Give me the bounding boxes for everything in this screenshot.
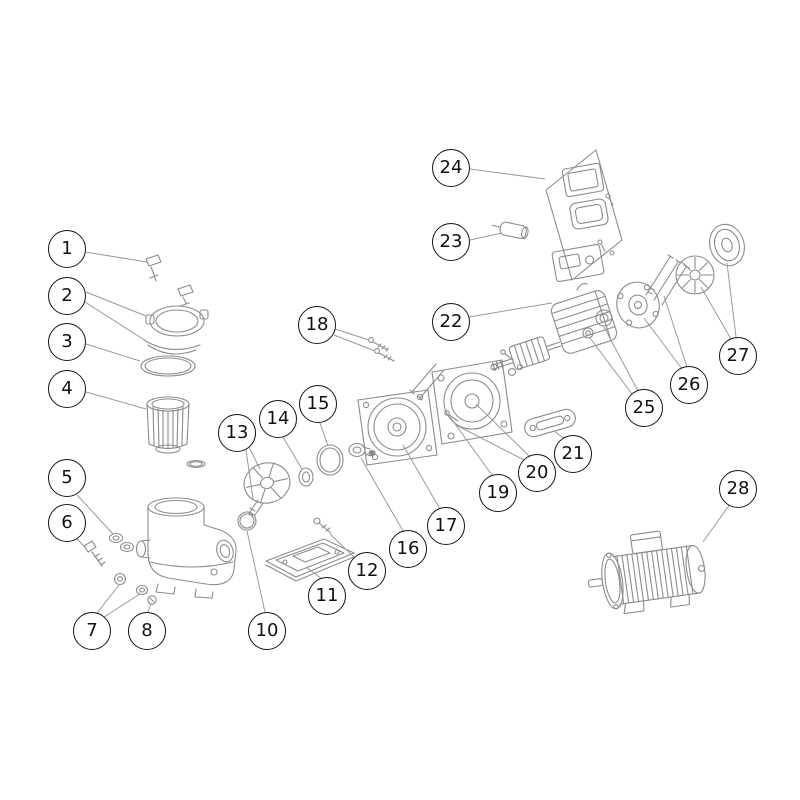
leader-line-20: [475, 403, 531, 458]
part-rotor-shaft-drawing: [490, 336, 562, 377]
part-fan-drawing: [675, 255, 715, 295]
leader-line-11: [305, 566, 323, 580]
part-end-bell-drawing: [616, 254, 690, 329]
leader-line-26: [663, 295, 688, 368]
leader-line-18: [333, 334, 376, 352]
leader-line-3: [85, 343, 141, 362]
part-pump-housing-drawing: [135, 497, 237, 599]
leader-line-23: [469, 232, 503, 241]
leader-line-14: [282, 436, 303, 470]
part-stator-drawing: [550, 283, 618, 354]
leader-line-24: [469, 168, 546, 180]
leader-line-25: [589, 337, 633, 395]
part-lid-oring-drawing: [140, 355, 196, 377]
leader-line-17: [402, 444, 441, 510]
leader-line-25: [603, 326, 639, 392]
part-lid-clamp-drawing: [143, 305, 209, 355]
part-bolt-drawing: [83, 540, 106, 567]
part-assembled-motor-drawing: [587, 530, 706, 615]
leader-line-22: [468, 302, 553, 318]
part-impeller-insert-drawing: [298, 467, 314, 487]
leader-line-16: [360, 457, 404, 532]
leader-line-15: [319, 422, 329, 447]
leader-line-27: [700, 286, 732, 340]
part-diffuser-screws-drawing: [368, 337, 395, 362]
part-seal-ring-drawing: [316, 444, 344, 476]
leader-line-27: [726, 262, 737, 338]
part-gasket-drawing: [524, 408, 576, 438]
part-terminal-box-drawing: [545, 149, 623, 283]
leader-line-5: [76, 494, 114, 535]
leader-line-21: [553, 430, 567, 441]
part-lid-knobs-drawing: [145, 254, 194, 307]
leader-line-19: [449, 416, 493, 476]
leader-line-10: [246, 530, 266, 613]
leader-line-2: [85, 291, 147, 317]
leader-line-8: [147, 603, 152, 613]
leader-line-12: [329, 533, 356, 559]
part-strainer-basket-drawing: [146, 396, 206, 469]
leader-line-26: [643, 317, 683, 370]
leader-line-2: [84, 301, 147, 342]
part-small-oring-drawing: [237, 511, 257, 531]
leader-line-20: [455, 424, 527, 462]
leader-line-13: [245, 449, 254, 500]
part-drain-plug-drawing: [113, 572, 157, 605]
leader-line-4: [85, 391, 147, 410]
leader-line-7: [96, 584, 120, 614]
part-diffuser-plate-drawing: [357, 389, 438, 466]
part-washers-drawing: [108, 532, 135, 553]
part-fan-cover-drawing: [709, 223, 745, 267]
part-capacitor-drawing: [492, 221, 529, 240]
leader-line-13: [248, 446, 261, 470]
leader-line-28: [702, 503, 731, 543]
leader-line-6: [75, 537, 87, 549]
leader-line-18: [334, 328, 370, 341]
part-impeller-drawing: [243, 462, 291, 516]
part-base-screw-drawing: [313, 517, 332, 534]
part-bearings-drawing: [582, 309, 613, 339]
leader-line-1: [84, 251, 148, 263]
